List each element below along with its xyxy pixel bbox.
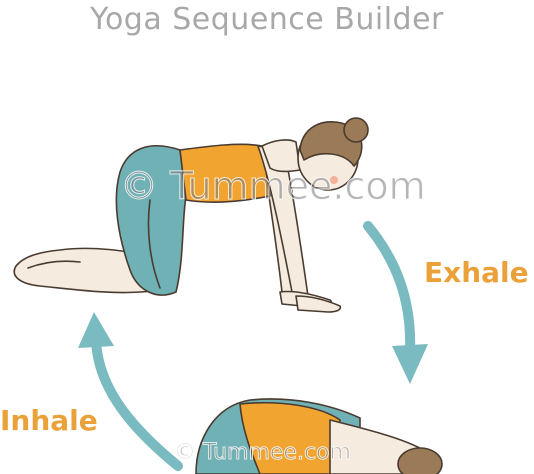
inhale-arrow xyxy=(78,312,183,471)
exhale-label: Exhale xyxy=(424,256,529,289)
watermark-secondary: © Tummee.com xyxy=(174,440,352,466)
exhale-arrow xyxy=(363,221,428,384)
watermark-primary: © Tummee.com xyxy=(120,164,427,209)
childs-pose-figure xyxy=(195,398,443,474)
cat-pose-figure xyxy=(13,117,369,313)
page-title: Yoga Sequence Builder xyxy=(90,2,444,37)
inhale-label: Inhale xyxy=(0,404,98,437)
